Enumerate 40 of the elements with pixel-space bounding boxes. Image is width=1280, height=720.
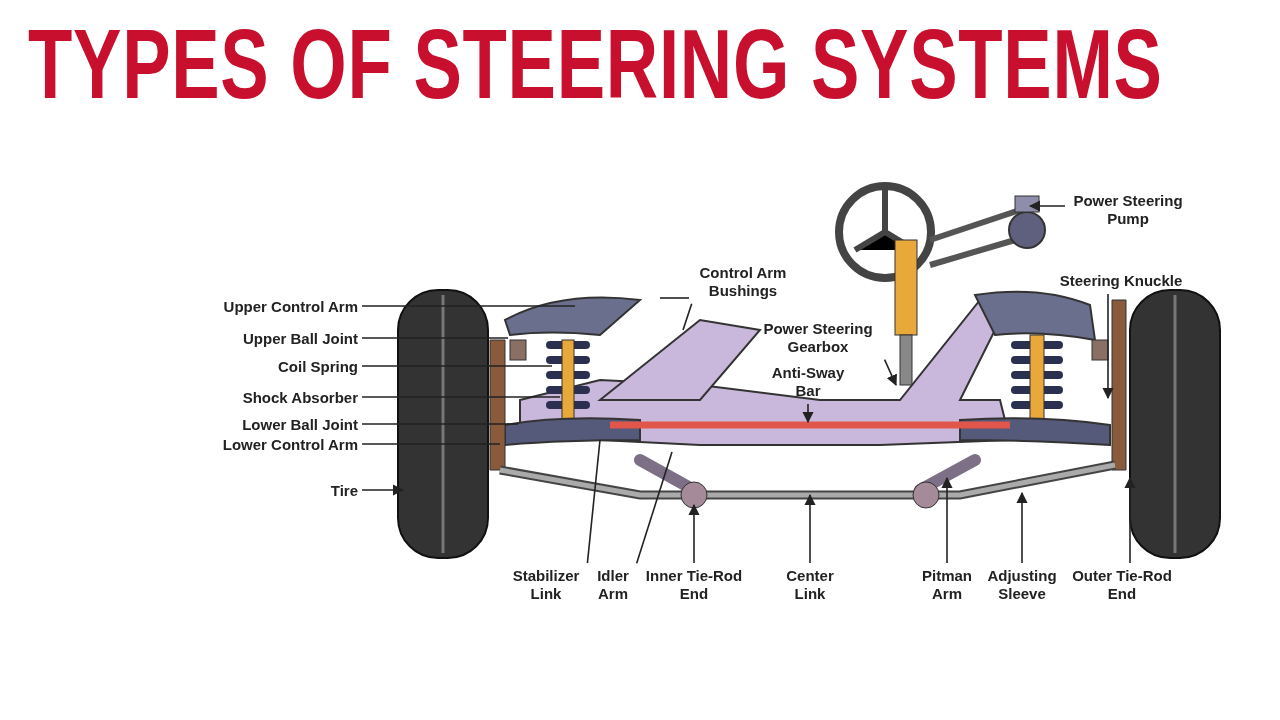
- part-label: Tire: [330, 482, 358, 500]
- leader-line: [361, 305, 576, 307]
- leader-line: [361, 337, 509, 339]
- leader-line: [659, 297, 690, 299]
- part-label: Inner Tie-Rod End: [644, 567, 744, 603]
- part-label: Outer Tie-Rod End: [1072, 567, 1172, 603]
- part-label: Adjusting Sleeve: [982, 567, 1062, 603]
- part-label: Power Steering Pump: [1069, 192, 1187, 228]
- part-label: Lower Control Arm: [222, 436, 358, 454]
- part-label: Center Link: [780, 567, 840, 603]
- leader-line: [802, 403, 814, 424]
- leader-line: [1016, 491, 1028, 564]
- part-label: Shock Absorber: [242, 389, 358, 407]
- leader-line: [1124, 476, 1136, 564]
- leader-line: [361, 484, 405, 496]
- leader-line: [941, 476, 953, 564]
- part-label: Lower Ball Joint: [242, 416, 358, 434]
- part-label: Stabilizer Link: [505, 567, 587, 603]
- part-label: Idler Arm: [590, 567, 636, 603]
- part-label: Pitman Arm: [916, 567, 978, 603]
- part-label: Anti-Sway Bar: [763, 364, 853, 400]
- leader-line: [883, 358, 897, 386]
- leader-line: [682, 303, 693, 331]
- part-label: Steering Knuckle: [1046, 272, 1196, 290]
- part-label: Upper Control Arm: [223, 298, 358, 316]
- part-label: Control Arm Bushings: [693, 264, 793, 300]
- leader-line: [1028, 200, 1066, 212]
- leader-line: [361, 423, 519, 425]
- leader-line: [361, 396, 561, 398]
- leader-line: [688, 503, 700, 564]
- leader-line: [361, 365, 553, 367]
- leader-line: [1102, 293, 1114, 400]
- title: TYPES OF STEERING SYSTEMS: [28, 8, 1163, 121]
- part-label: Power Steering Gearbox: [753, 320, 883, 356]
- part-label: Coil Spring: [278, 358, 358, 376]
- leader-line: [804, 493, 816, 564]
- leader-line: [635, 451, 673, 564]
- leader-line: [586, 439, 601, 564]
- leader-line: [361, 443, 501, 445]
- part-label: Upper Ball Joint: [243, 330, 358, 348]
